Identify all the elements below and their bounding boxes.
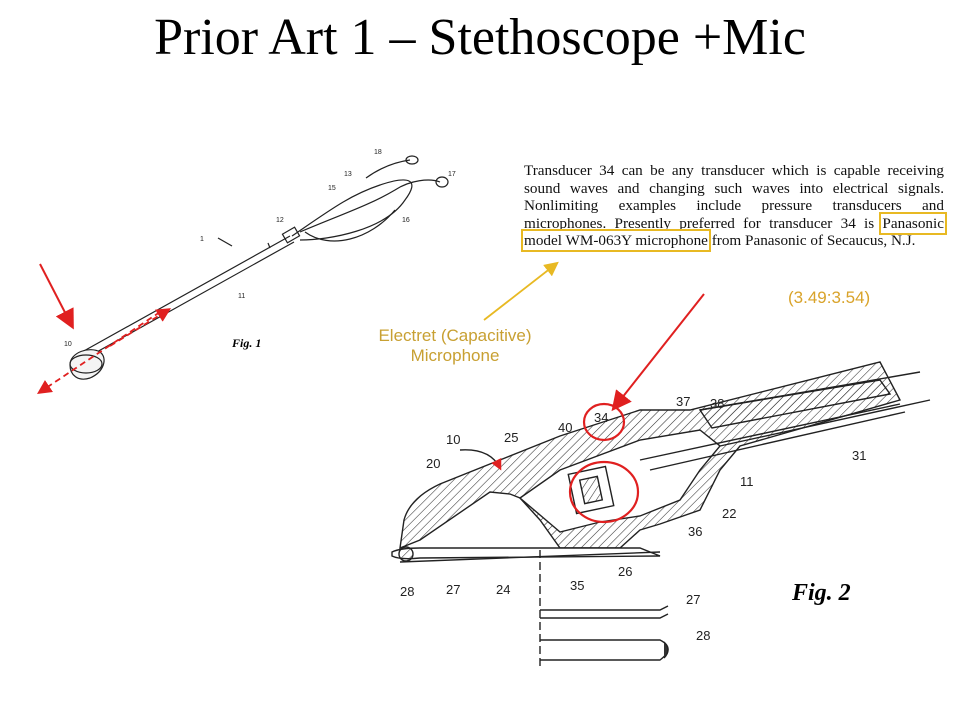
fig1-stethoscope-drawing xyxy=(69,155,449,380)
stethoscope-earpiece-tube-2 xyxy=(365,159,411,179)
slide-title: Prior Art 1 – Stethoscope +Mic xyxy=(154,9,806,66)
fig2-label: Fig. 2 xyxy=(792,580,851,606)
red-arrow-chestpiece xyxy=(39,263,74,330)
highlight-circle-34 xyxy=(582,402,626,442)
fig2-ref: 28 xyxy=(696,628,710,643)
stethoscope-joint xyxy=(281,226,301,244)
fig2-ref: 36 xyxy=(688,524,702,539)
fig2-ref: 25 xyxy=(504,430,518,445)
detail-28-tube xyxy=(540,639,669,661)
ref1-leader xyxy=(217,237,233,247)
fig2-ref: 35 xyxy=(570,578,584,593)
fig2-ref: 31 xyxy=(852,448,866,463)
fig2-ref: 38 xyxy=(710,396,724,411)
fig2-ref: 24 xyxy=(496,582,510,597)
bracket-10-arrow xyxy=(459,449,502,471)
callout-label: Electret (Capacitive) Microphone xyxy=(320,326,590,366)
highlight-circle-mic xyxy=(568,460,640,524)
bead-28 xyxy=(398,546,414,562)
fig2-ref: 26 xyxy=(618,564,632,579)
rim-27 xyxy=(399,551,661,563)
ratio-label: (3.49:3.54) xyxy=(788,288,871,307)
fig1-ref: 18 xyxy=(374,149,382,156)
detail-27-strip xyxy=(540,605,669,619)
fig2-ref: 10 xyxy=(446,432,460,447)
fig1-ref: 17 xyxy=(448,171,456,178)
fig1-ref: 15 xyxy=(328,185,336,192)
fig1-label: Fig. 1 xyxy=(232,336,262,350)
fig2-ref: 28 xyxy=(400,584,414,599)
stethoscope-chestpiece xyxy=(69,349,105,380)
transducer-34-inner xyxy=(578,475,604,505)
fig1-ref: 16 xyxy=(402,217,410,224)
callout-line-2: Microphone xyxy=(410,346,500,365)
stethoscope-chestpiece-rim xyxy=(69,354,103,374)
red-dashed-axis-arrow xyxy=(37,311,161,394)
fig2-ref: 11 xyxy=(740,474,754,489)
patent-quote: Transducer 34 can be any transducer whic… xyxy=(521,162,947,253)
callout-line-1: Electret (Capacitive) xyxy=(378,326,532,345)
fig2-reference-numbers: 10 11 20 22 24 25 26 27 27 28 28 31 34 3… xyxy=(400,394,866,643)
red-dashed-axis-arrow-up xyxy=(109,308,172,347)
tube-hatch-upper xyxy=(698,379,892,429)
fig1-ref: 13 xyxy=(344,171,352,178)
stethoscope-earpiece-left xyxy=(405,155,419,165)
fig2-ref: 27 xyxy=(446,582,460,597)
fig2-ref: 37 xyxy=(676,394,690,409)
fig1-ref: 10 xyxy=(64,341,72,348)
stethoscope-earpiece-right xyxy=(435,176,449,188)
fig2-ref: 27 xyxy=(686,592,700,607)
fig1-ref: 11 xyxy=(238,293,245,300)
quote-paragraph: Transducer 34 can be any transducer whic… xyxy=(521,162,947,253)
fig2-ref: 20 xyxy=(426,456,440,471)
fig1-ref: 12 xyxy=(276,217,284,224)
fig1-ref: 1 xyxy=(200,236,204,243)
fig1-reference-numbers: 1 10 11 12 13 15 16 17 18 xyxy=(64,149,456,348)
fig2-cross-section xyxy=(391,361,931,668)
red-arrow-transducer xyxy=(611,293,705,412)
quote-text-after: from Panasonic of Secaucus, N.J. xyxy=(707,232,916,250)
inner-cavity xyxy=(518,429,721,533)
stethoscope-spring-bar xyxy=(304,209,396,242)
fig2-ref: 34 xyxy=(594,410,608,425)
highlighted-microphone-model: Panasonic model WM-063Y microphone xyxy=(521,211,947,253)
stethoscope-earpiece-tube xyxy=(299,179,441,233)
diaphragm-24 xyxy=(391,547,661,560)
fig2-ref: 40 xyxy=(558,420,572,435)
callout-arrow xyxy=(483,261,559,321)
quote-text-before: Transducer 34 can be any transducer whic… xyxy=(524,162,944,232)
stethoscope-tube xyxy=(81,235,295,359)
fig2-ref: 22 xyxy=(722,506,736,521)
tube-core-lines xyxy=(639,403,906,471)
